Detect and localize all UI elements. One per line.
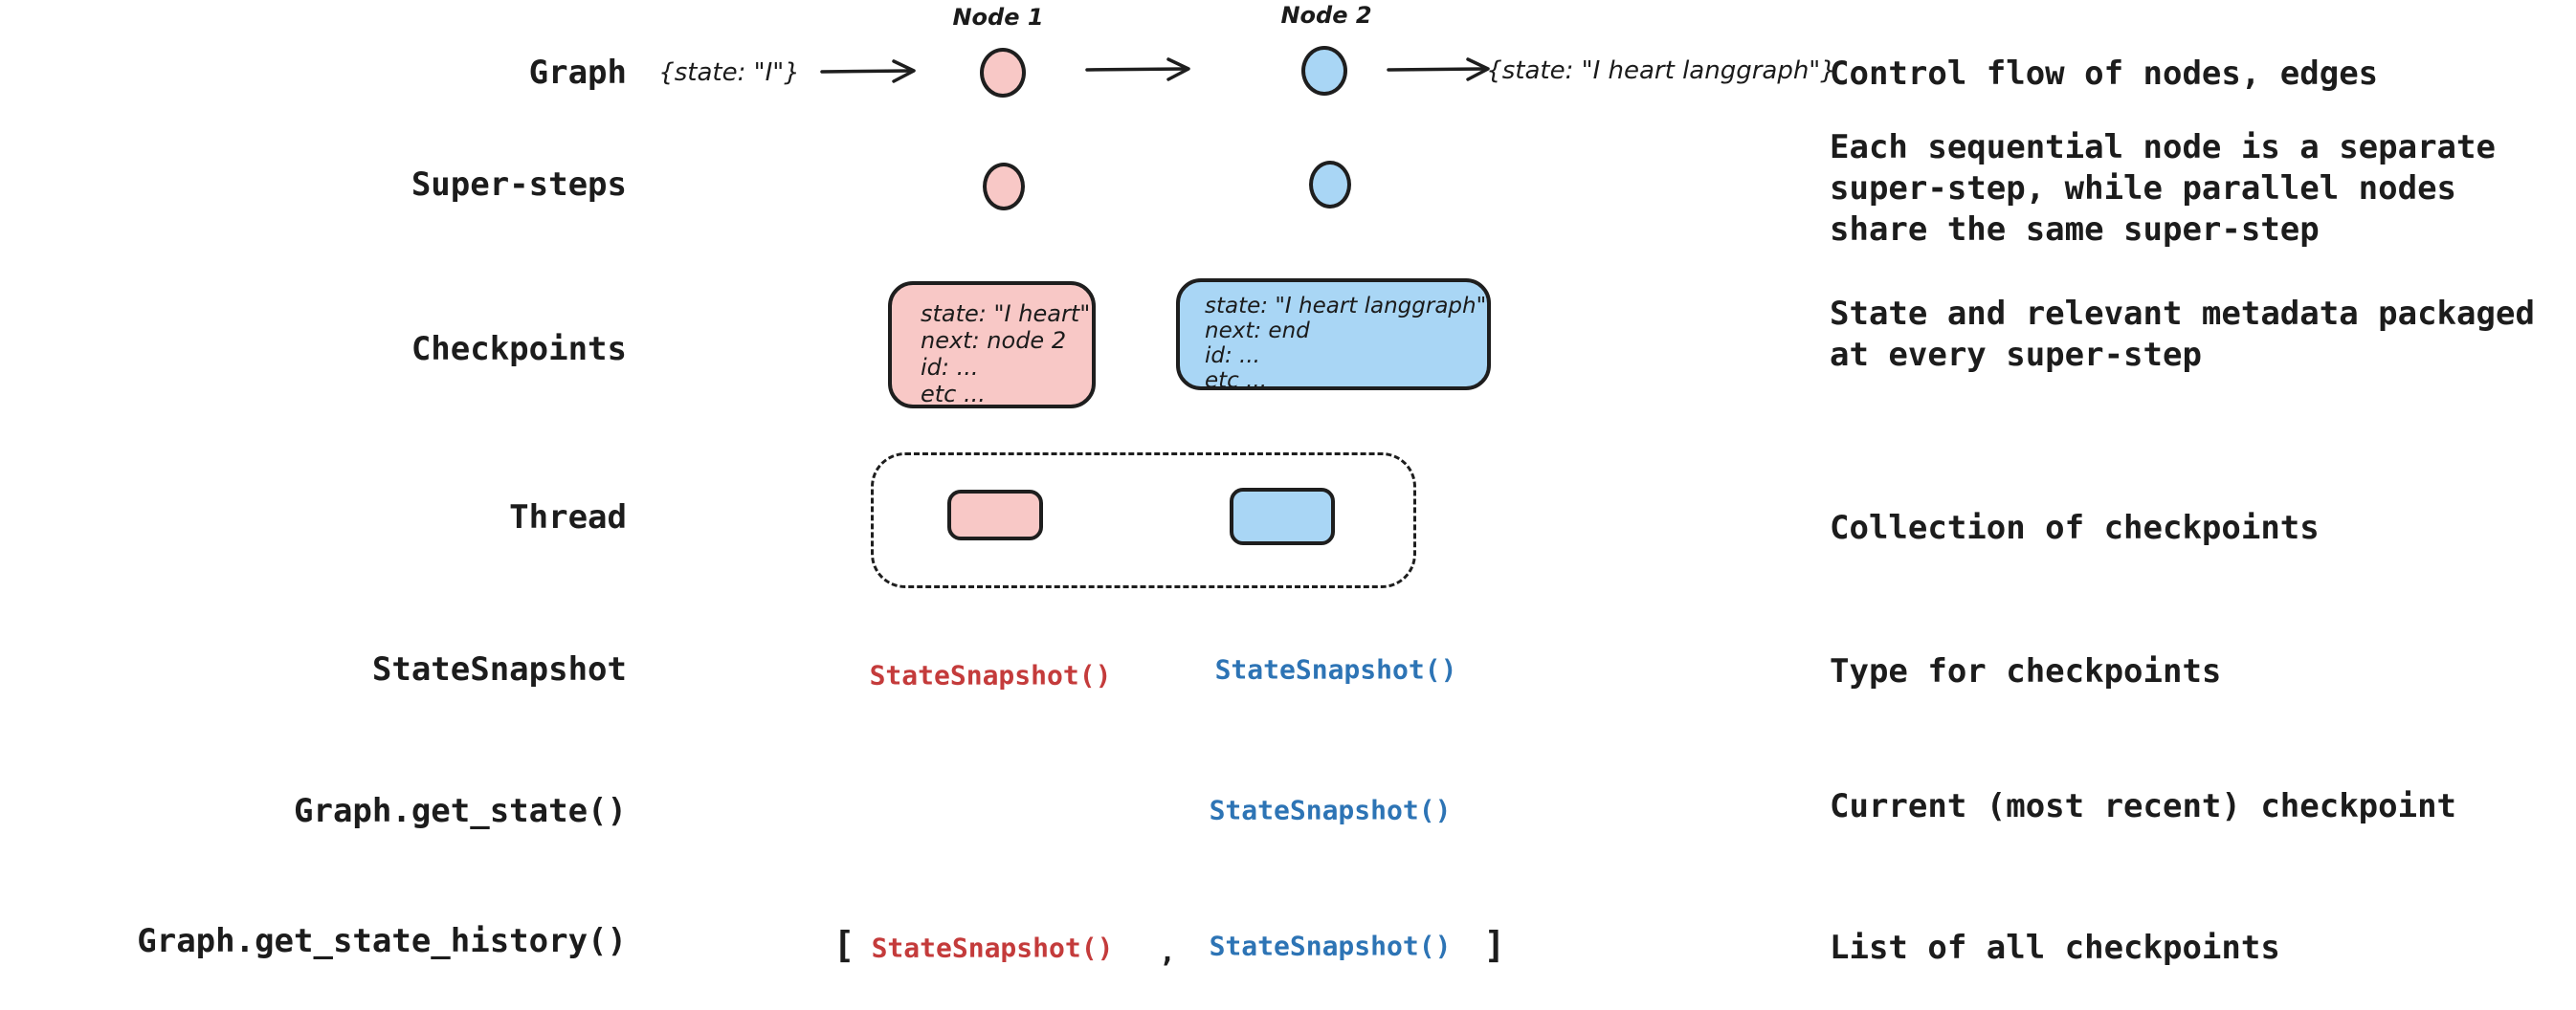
checkpoint-line: etc ... [921,381,986,407]
node1-label: Node 1 [952,4,1044,31]
history-snapshot-red: StateSnapshot() [871,932,1114,964]
label-graph: Graph [528,54,627,92]
checkpoint-line: id: ... [921,354,979,381]
arrow-icon [1085,57,1190,81]
label-get-state-history: Graph.get_state_history() [137,922,627,960]
desc-checkpoints: State and relevant metadata packaged at … [1830,295,2535,374]
input-state-annotation: {state: "I"} [658,58,800,87]
desc-get-state-history: List of all checkpoints [1830,929,2280,967]
checkpoint-line: state: "I heart langgraph" [1205,294,1487,318]
thread-container [871,452,1416,588]
output-state-annotation: {state: "I heart langgraph"} [1486,56,1836,85]
label-state-snapshot: StateSnapshot [371,650,627,689]
superstep2-circle-icon [1309,161,1351,209]
state-snapshot-red: StateSnapshot() [869,659,1112,692]
label-get-state: Graph.get_state() [294,792,627,830]
history-snapshot-blue: StateSnapshot() [1209,930,1452,962]
thread-checkpoint-blue-icon [1230,488,1335,545]
desc-graph: Control flow of nodes, edges [1830,55,2379,93]
checkpoint-box-pink: state: "I heart" next: node 2 id: ... et… [888,281,1096,408]
comma-separator: , [1158,935,1177,970]
desc-super-steps: Each sequential node is a separate super… [1830,128,2496,249]
node2-label: Node 2 [1280,2,1372,29]
node2-circle-icon [1301,46,1347,96]
label-super-steps: Super-steps [411,165,627,204]
state-snapshot-blue: StateSnapshot() [1214,653,1457,686]
checkpoint-line: etc ... [1205,368,1268,393]
thread-checkpoint-pink-icon [947,490,1043,540]
get-state-result: StateSnapshot() [1209,794,1452,826]
close-bracket: ] [1483,924,1506,966]
checkpoint-box-blue: state: "I heart langgraph" next: end id:… [1176,278,1491,393]
checkpoint-line: state: "I heart" [921,300,1091,327]
desc-get-state: Current (most recent) checkpoint [1830,787,2457,825]
arrow-icon [820,59,916,83]
desc-state-snapshot: Type for checkpoints [1830,652,2222,691]
superstep1-circle-icon [983,163,1025,210]
node1-circle-icon [980,48,1026,98]
checkpoint-line: id: ... [1205,343,1260,368]
arrow-icon [1387,57,1490,81]
label-checkpoints: Checkpoints [411,330,627,368]
checkpoint-line: next: end [1205,318,1310,343]
label-thread: Thread [509,498,627,537]
desc-thread: Collection of checkpoints [1830,509,2320,547]
open-bracket: [ [833,924,855,966]
checkpoint-line: next: node 2 [921,327,1067,354]
